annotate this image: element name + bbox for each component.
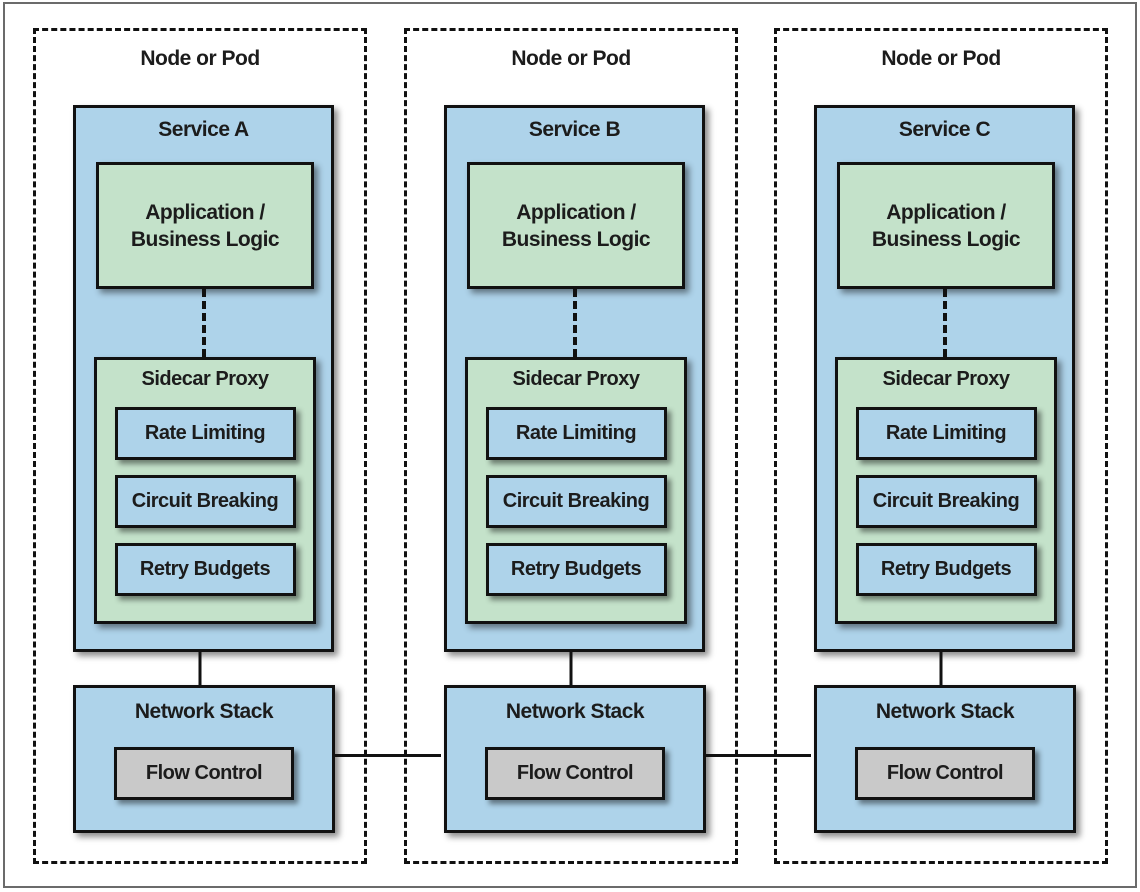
flow-control-box: Flow Control <box>114 747 294 800</box>
service-box-c: Service C Application / Business Logic S… <box>814 105 1075 652</box>
feature-label: Retry Budgets <box>510 558 642 580</box>
application-box: Application / Business Logic <box>837 162 1055 289</box>
node-group-label: Node or Pod <box>511 47 631 70</box>
application-box: Application / Business Logic <box>467 162 685 289</box>
node-or-pod-group-2: Node or Pod Service B Application / Busi… <box>404 28 738 864</box>
diagram-frame <box>3 2 1137 888</box>
flow-control-label: Flow Control <box>516 762 634 784</box>
sidecar-proxy-title: Sidecar Proxy <box>512 368 640 390</box>
feature-label: Rate Limiting <box>515 422 637 444</box>
sidecar-proxy-box: Sidecar Proxy Rate Limiting Circuit Brea… <box>835 357 1057 624</box>
feature-box-rate-limiting: Rate Limiting <box>485 407 667 460</box>
service-box-b: Service B Application / Business Logic S… <box>444 105 705 652</box>
application-label: Application / Business Logic <box>871 200 1021 251</box>
feature-label: Retry Budgets <box>880 558 1012 580</box>
feature-label: Circuit Breaking <box>131 490 279 512</box>
sidecar-proxy-title: Sidecar Proxy <box>882 368 1010 390</box>
application-box: Application / Business Logic <box>96 162 314 289</box>
feature-box-rate-limiting: Rate Limiting <box>114 407 296 460</box>
flow-control-label: Flow Control <box>145 762 263 784</box>
network-link-b-c <box>703 754 811 757</box>
network-stack-box: Network Stack Flow Control <box>814 685 1076 833</box>
application-label: Application / Business Logic <box>130 200 280 251</box>
app-sidecar-dashed-connector <box>942 289 947 357</box>
service-box-a: Service A Application / Business Logic S… <box>73 105 334 652</box>
feature-box-circuit-breaking: Circuit Breaking <box>485 475 667 528</box>
node-or-pod-group-3: Node or Pod Service C Application / Busi… <box>774 28 1108 864</box>
network-stack-title: Network Stack <box>875 700 1015 723</box>
feature-label: Circuit Breaking <box>872 490 1020 512</box>
service-network-connector <box>939 652 943 685</box>
network-stack-box: Network Stack Flow Control <box>73 685 335 833</box>
feature-box-circuit-breaking: Circuit Breaking <box>855 475 1037 528</box>
node-or-pod-group-1: Node or Pod Service A Application / Busi… <box>33 28 367 864</box>
feature-label: Retry Budgets <box>139 558 271 580</box>
network-stack-title: Network Stack <box>134 700 274 723</box>
feature-box-circuit-breaking: Circuit Breaking <box>114 475 296 528</box>
service-network-connector <box>569 652 573 685</box>
feature-box-retry-budgets: Retry Budgets <box>485 543 667 596</box>
feature-box-retry-budgets: Retry Budgets <box>114 543 296 596</box>
feature-label: Rate Limiting <box>144 422 266 444</box>
application-label: Application / Business Logic <box>501 200 651 251</box>
sidecar-proxy-title: Sidecar Proxy <box>141 368 269 390</box>
feature-label: Rate Limiting <box>885 422 1007 444</box>
service-title: Service B <box>528 118 621 141</box>
node-group-label: Node or Pod <box>140 47 260 70</box>
app-sidecar-dashed-connector <box>201 289 206 357</box>
network-link-a-b <box>332 754 441 757</box>
service-title: Service A <box>158 118 249 141</box>
sidecar-proxy-box: Sidecar Proxy Rate Limiting Circuit Brea… <box>465 357 687 624</box>
flow-control-box: Flow Control <box>485 747 665 800</box>
network-stack-box: Network Stack Flow Control <box>444 685 706 833</box>
app-sidecar-dashed-connector <box>572 289 577 357</box>
flow-control-label: Flow Control <box>886 762 1004 784</box>
flow-control-box: Flow Control <box>855 747 1035 800</box>
service-title: Service C <box>898 118 991 141</box>
feature-box-rate-limiting: Rate Limiting <box>855 407 1037 460</box>
node-group-label: Node or Pod <box>881 47 1001 70</box>
network-stack-title: Network Stack <box>505 700 645 723</box>
sidecar-proxy-box: Sidecar Proxy Rate Limiting Circuit Brea… <box>94 357 316 624</box>
feature-label: Circuit Breaking <box>502 490 650 512</box>
feature-box-retry-budgets: Retry Budgets <box>855 543 1037 596</box>
service-network-connector <box>198 652 202 685</box>
